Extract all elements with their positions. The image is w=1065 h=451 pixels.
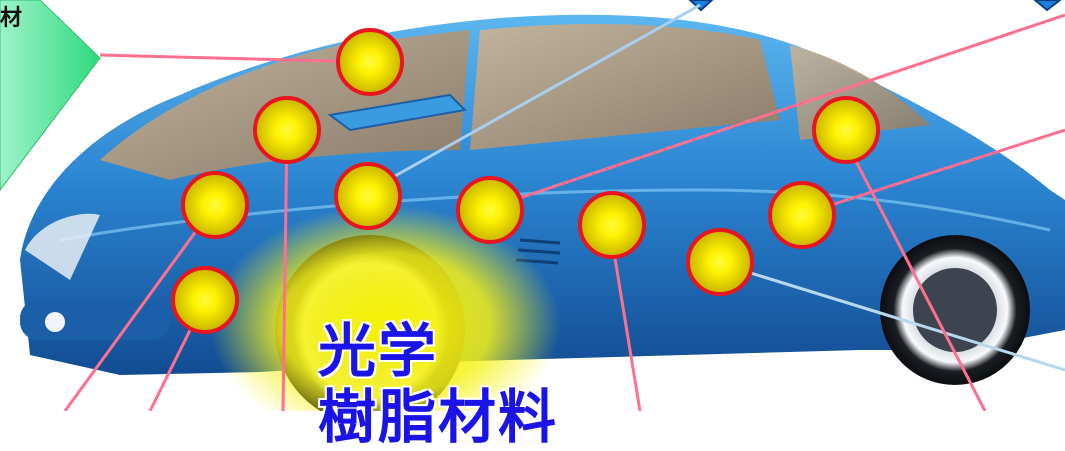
car-illustration-canvas: [0, 0, 1065, 411]
diamond-marker-icon: [688, 0, 1062, 12]
corner-label: 材: [0, 6, 23, 31]
caption-line-1: 光学: [318, 317, 439, 385]
optical-resin-caption: 光学 樹脂材料: [318, 318, 558, 450]
caption-highlight: [210, 205, 560, 411]
leader-lines: [63, 3, 1065, 411]
arrow-panel-icon: [0, 0, 101, 191]
caption-line-2: 樹脂材料: [318, 383, 559, 451]
wheel-rear: [880, 235, 1030, 385]
hotspot-circle-icon[interactable]: [171, 28, 880, 334]
